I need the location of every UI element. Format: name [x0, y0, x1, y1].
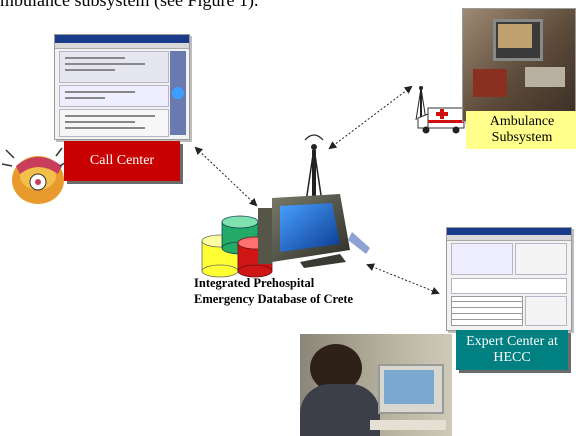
expert-center-label-line1: Expert Center at [466, 334, 558, 349]
ambulance-icon [417, 107, 465, 134]
link-db-expert [366, 263, 440, 295]
ambulance-label: Ambulance Subsystem [466, 111, 576, 149]
database-title-line1: Integrated Prehospital [194, 276, 315, 290]
antenna-tower-icon [304, 134, 324, 203]
expert-center-screenshot [446, 227, 572, 331]
expert-center-label-line2: HECC [493, 350, 531, 365]
ambulance-antenna-icon [415, 86, 427, 121]
ambulance-label-line2: Subsystem [491, 130, 553, 145]
call-center-label: Call Center [64, 141, 180, 181]
telephone-clipart-icon [1, 147, 67, 204]
database-title: Integrated Prehospital Emergency Databas… [194, 275, 394, 307]
operator-photo [300, 334, 452, 436]
ambulance-photo [462, 8, 576, 122]
database-title-line2: Emergency Database of Crete [194, 292, 354, 306]
call-center-label-text: Call Center [89, 153, 155, 168]
intro-text: mbulance subsystem (see Figure 1). [0, 0, 259, 10]
expert-center-label: Expert Center at HECC [456, 330, 568, 370]
database-cylinders-icon [201, 215, 273, 278]
desktop-computer-icon [258, 194, 370, 268]
link-ambulance-tower [328, 85, 413, 150]
link-callcenter-db [194, 146, 258, 207]
call-center-screenshot [54, 34, 190, 140]
ambulance-label-line1: Ambulance [489, 114, 555, 129]
